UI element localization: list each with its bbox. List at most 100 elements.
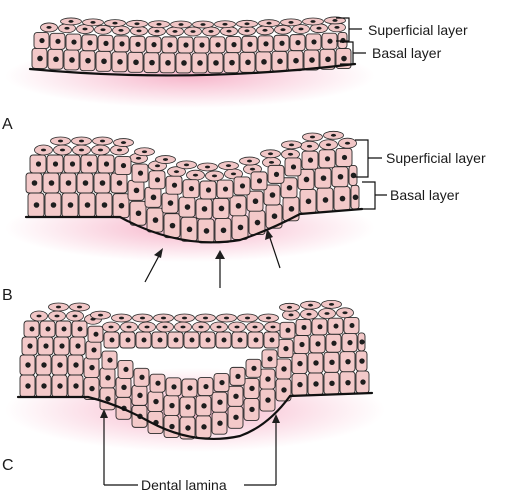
cell-nucleus [313,360,319,366]
panel-c: C Dental lamina [2,299,385,493]
cell-nucleus [184,204,191,210]
cell-nucleus [317,324,323,330]
panel-b: B Superficial layer Basal layer [2,130,486,304]
cell-nucleus [185,425,191,431]
cell-nucleus [55,305,62,309]
cell-nucleus [144,325,150,329]
cell-nucleus [208,30,214,33]
cell-nucleus [137,392,143,399]
cell-nucleus [116,180,123,186]
cell-nucleus [89,385,95,392]
cell-nucleus [316,26,322,30]
cell-nucleus [341,55,347,62]
cell-nucleus [27,343,33,349]
panel-letter-a: A [2,116,13,133]
cell-nucleus [311,39,317,45]
cell-nucleus [286,305,293,309]
cell-nucleus [281,387,287,393]
cell-nucleus [90,20,96,24]
cell-nucleus [72,314,78,318]
cell-nucleus [249,385,255,392]
cell-nucleus [359,339,365,345]
cell-nucleus [239,183,246,189]
cell-nucleus [220,227,227,234]
cell-nucleus [162,158,169,161]
cell-nucleus [183,42,189,48]
cell-nucleus [244,22,250,26]
cell-nucleus [55,38,61,44]
cell-nucleus [322,197,329,203]
panel-letter-c: C [2,457,14,474]
cell-nucleus [246,159,253,163]
cell-nucleus [105,375,111,381]
cell-nucleus [136,29,142,33]
cell-nucleus [29,326,35,332]
cell-nucleus [135,41,141,47]
cell-nucleus [201,206,208,212]
cell-nucleus [36,314,42,318]
cell-nucleus [211,174,218,178]
cell-nucleus [271,213,278,219]
cell-nucleus [141,337,147,343]
cell-nucleus [69,57,75,63]
cell-nucleus [309,57,315,63]
cell-nucleus [84,202,91,208]
cell-nucleus [199,42,205,48]
cell-nucleus [307,157,314,163]
cell-nucleus [201,424,207,430]
cell-nucleus [107,357,113,363]
basement-membrane [24,207,364,244]
cell-nucleus [41,362,47,368]
cell-nucleus [306,312,312,316]
cell-nucleus [37,55,43,62]
cell-nucleus [162,325,168,329]
cell-nucleus [133,187,140,194]
cell-nucleus [265,397,271,403]
cell-nucleus [298,27,304,31]
cell-nucleus [360,379,366,385]
cell-nucleus [25,362,31,368]
cell-nucleus [77,326,83,332]
cell-nucleus [178,23,184,26]
cell-nucleus [333,323,339,329]
cell-nucleus [75,343,81,349]
cell-nucleus [217,420,223,426]
cell-nucleus [235,203,242,209]
cell-nucleus [256,178,263,184]
cell-nucleus [230,172,237,176]
cell-nucleus [221,337,227,343]
superficial-layer-label: Superficial layer [368,22,468,38]
cell-nucleus [97,148,104,152]
cell-nucleus [180,325,186,329]
cell-nucleus [78,148,85,152]
cell-nucleus [279,40,285,46]
cell-nucleus [229,59,235,66]
basal-bracket [340,41,366,65]
cell-nucleus [118,28,124,32]
superficial-layer-label: Superficial layer [386,150,486,166]
cell-nucleus [219,379,225,386]
cell-nucleus [154,164,161,168]
cell-nucleus [141,150,148,154]
cell-nucleus [202,316,209,320]
dental-lamina-pointers [100,409,280,486]
cell-nucleus [35,161,42,167]
cell-nucleus [165,60,171,66]
cell-nucleus [244,29,250,33]
cell-nucleus [205,187,212,193]
basement-membrane [28,62,357,77]
cell-nucleus [61,326,67,332]
cell-nucleus [183,163,190,167]
cell-nucleus [305,198,312,205]
cell-nucleus [269,192,276,198]
proliferation-arrows [144,229,281,288]
cell-nucleus [135,210,142,217]
cell-nucleus [280,28,286,32]
cell-nucleus [97,313,104,317]
cell-nucleus [64,26,70,30]
cell-nucleus [185,404,191,410]
cell-nucleus [118,316,125,320]
cell-nucleus [344,141,351,145]
cell-nucleus [82,180,89,186]
cell-nucleus [245,59,251,66]
